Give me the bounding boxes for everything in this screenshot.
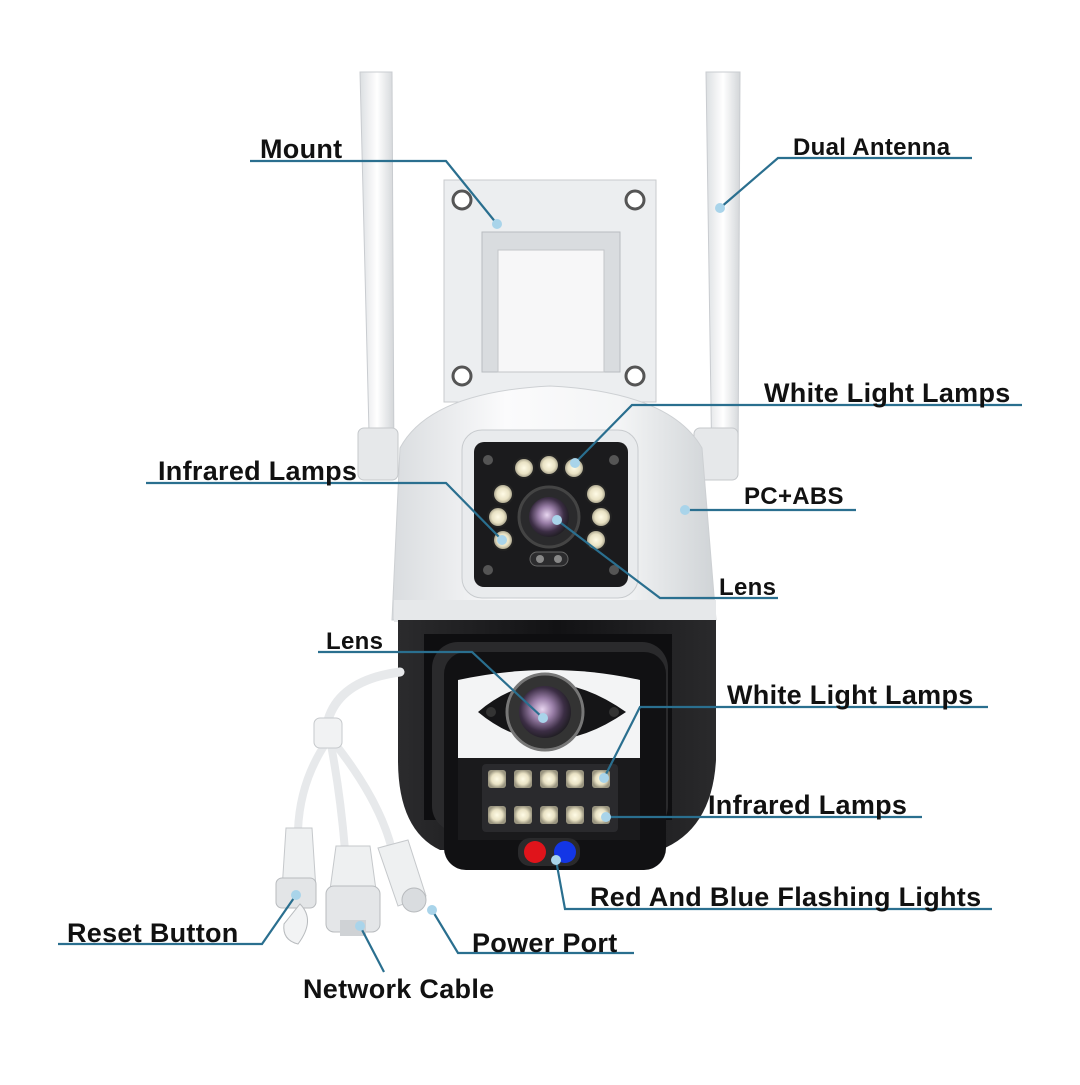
label-mount: Mount — [260, 134, 343, 164]
leader-infrared-top — [146, 481, 503, 541]
label-red-blue-flashing-lights: Red And Blue Flashing Lights — [590, 882, 982, 912]
leader-lens-top — [556, 519, 778, 600]
marker-dots — [291, 203, 725, 931]
network-cable-connector — [325, 845, 381, 936]
power-port-connector — [377, 839, 427, 913]
label-white-light-lamps-top: White Light Lamps — [764, 378, 1011, 408]
reset-button-connector — [275, 827, 317, 945]
leader-lens-bottom — [318, 650, 544, 719]
leader-white-light-top — [574, 403, 1022, 464]
leader-red-blue — [554, 859, 992, 911]
label-pc-abs: PC+ABS — [744, 483, 844, 510]
lower-housing — [398, 620, 716, 870]
label-lens-top: Lens — [719, 574, 777, 601]
leader-mount — [250, 159, 498, 225]
leader-network-cable — [359, 925, 385, 973]
label-infrared-lamps-bottom: Infrared Lamps — [708, 790, 908, 820]
label-reset-button: Reset Button — [67, 918, 239, 948]
leader-dual-antenna — [719, 156, 972, 209]
label-infrared-lamps-top: Infrared Lamps — [158, 456, 358, 486]
label-dual-antenna: Dual Antenna — [793, 134, 951, 161]
cable-splitter — [313, 717, 343, 749]
leader-white-light-bottom — [603, 705, 988, 779]
top-lamp-ring — [487, 454, 612, 551]
leader-power-port — [431, 909, 634, 955]
cables — [294, 667, 405, 854]
red-flash-light — [524, 841, 546, 863]
top-camera-module — [461, 429, 639, 599]
mount-plate — [443, 179, 657, 403]
label-network-cable: Network Cable — [303, 974, 495, 1004]
label-power-port: Power Port — [472, 928, 618, 958]
label-lens-bottom: Lens — [326, 628, 384, 655]
label-white-light-lamps-bottom: White Light Lamps — [727, 680, 974, 710]
right-antenna — [693, 71, 741, 481]
leader-reset-button — [58, 894, 297, 946]
left-antenna — [357, 71, 399, 481]
